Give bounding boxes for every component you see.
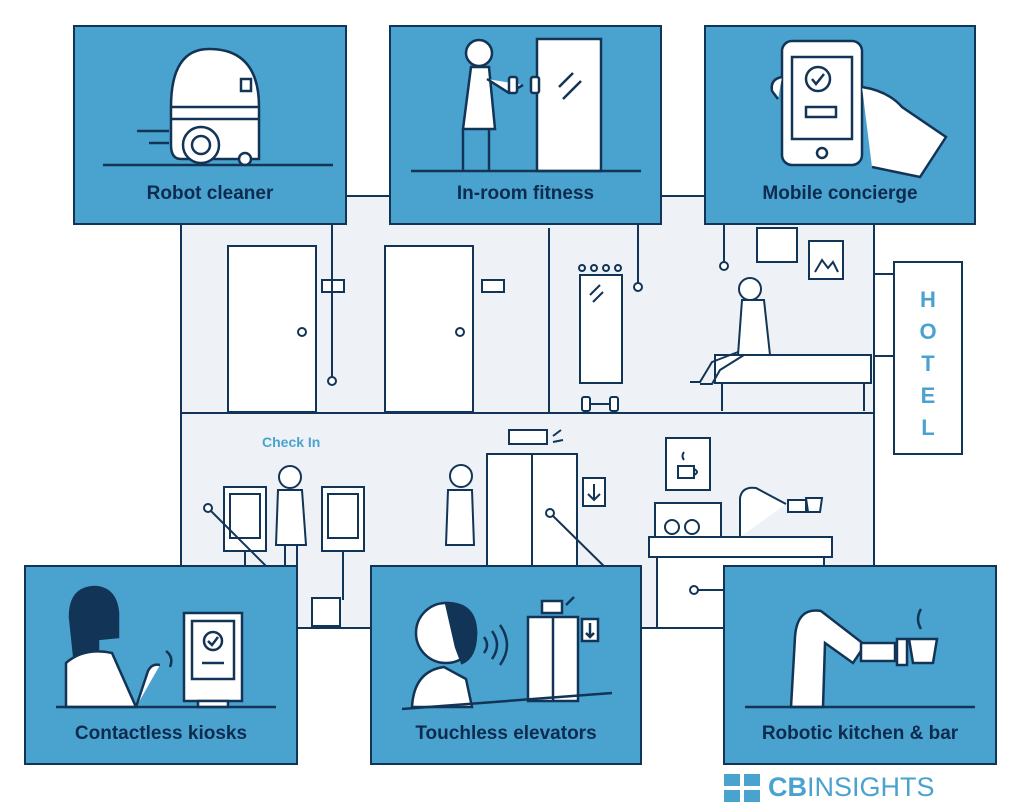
- check-in-label: Check In: [262, 434, 321, 450]
- touchless-elevators-label: Touchless elevators: [415, 723, 597, 744]
- touchless-elevators-panel: Touchless elevators: [370, 565, 642, 765]
- hotel-sign: H O T E L: [893, 261, 963, 455]
- logo-bold-text: CB: [768, 772, 807, 802]
- elevator-icon: [401, 596, 613, 711]
- robot-cleaner-icon: [103, 47, 333, 167]
- hotel-sign-letter: O: [919, 319, 937, 344]
- hotel-sign-letter: T: [921, 351, 935, 376]
- mobile-phone-icon: [770, 39, 948, 179]
- mobile-concierge-label: Mobile concierge: [762, 183, 918, 204]
- robotic-kitchen-bar-panel: Robotic kitchen & bar: [723, 565, 997, 765]
- hotel-sign-letter: E: [920, 383, 936, 408]
- robot-cleaner-label: Robot cleaner: [146, 183, 274, 204]
- in-room-fitness-label: In-room fitness: [456, 183, 595, 204]
- mobile-concierge-panel: Mobile concierge: [704, 25, 976, 225]
- robot-cleaner-panel: Robot cleaner: [73, 25, 347, 225]
- logo-light-text: INSIGHTS: [807, 772, 935, 802]
- robotic-arm-icon: [745, 608, 975, 709]
- hotel-sign-letter: L: [921, 415, 935, 440]
- contactless-kiosks-label: Contactless kiosks: [74, 723, 248, 744]
- hotel-sign-letter: H: [920, 287, 936, 312]
- cb-insights-logo-icon: [724, 774, 760, 802]
- kiosk-icon: [56, 585, 276, 709]
- in-room-fitness-panel: In-room fitness: [389, 25, 662, 225]
- fitness-icon: [411, 37, 641, 173]
- robotic-kitchen-bar-label: Robotic kitchen & bar: [761, 723, 959, 744]
- cb-insights-logo-text: CBINSIGHTS: [768, 772, 935, 802]
- contactless-kiosks-panel: Contactless kiosks: [24, 565, 298, 765]
